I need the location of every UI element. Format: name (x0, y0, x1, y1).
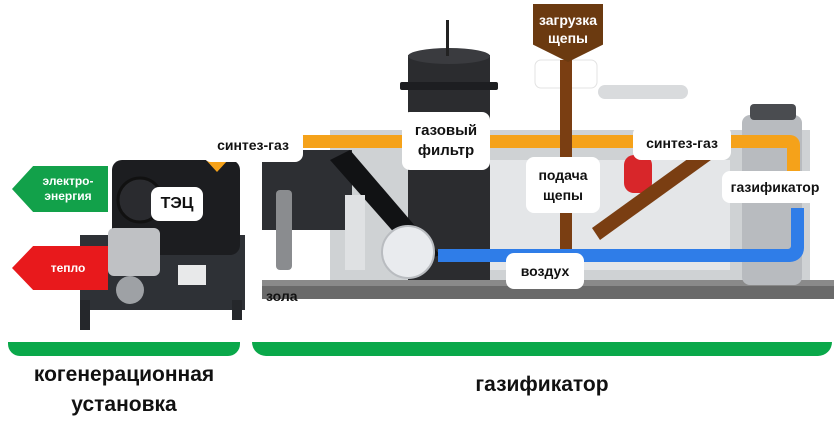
chp-leg (80, 300, 90, 330)
air-pipe (438, 208, 804, 262)
cogeneration-section-title: когенерационная установка (8, 360, 240, 420)
electricity-line2: энергия (44, 189, 92, 203)
syngas-pipe-right-bend (760, 135, 800, 171)
gas-filter-antenna (446, 20, 449, 56)
gas-filter-label: газовый фильтр (402, 112, 490, 170)
electricity-line1: электро- (42, 174, 94, 188)
air-label: воздух (506, 253, 584, 289)
gas-filter-flange (400, 82, 498, 90)
cogeneration-title-line1: когенерационная (33, 363, 215, 386)
ash-label: зола (266, 288, 298, 304)
syngas-right-text: синтез-газ (646, 135, 718, 151)
ash-chute (276, 190, 292, 270)
chip-feed-line2: щепы (542, 187, 583, 203)
cogeneration-section-bar (8, 342, 240, 356)
chp-exhaust (116, 276, 144, 304)
gasifier-section-bar (252, 342, 832, 356)
cogeneration-title-line2: установка (71, 393, 177, 416)
syngas-left-label: синтез-газ (203, 128, 303, 162)
chp-text: ТЭЦ (160, 195, 194, 212)
gasifier-reactor-top (750, 104, 796, 120)
heat-arrow: тепло (12, 246, 108, 290)
gas-filter-line1: газовый (414, 122, 478, 139)
gasifier-base-frame (262, 285, 834, 299)
syngas-left-text: синтез-газ (217, 137, 289, 153)
syngas-right-label: синтез-газ (633, 126, 731, 160)
electricity-arrow: электро- энергия (12, 166, 108, 212)
chp-leg-right (232, 300, 242, 320)
gasifier-label: газификатор (722, 171, 828, 203)
chip-feed-line1: подача (538, 167, 588, 183)
chip-feed-label: подача щепы (526, 157, 600, 213)
chp-label: ТЭЦ (151, 187, 203, 221)
gasifier-section-title: газификатор (475, 373, 609, 396)
air-blower (381, 225, 435, 279)
air-text: воздух (520, 263, 570, 279)
chp-control-box (178, 265, 206, 285)
heat-text: тепло (50, 260, 86, 275)
chip-feed-incline (592, 140, 722, 240)
chp-silver-tank (108, 228, 160, 276)
expansion-tank (624, 155, 652, 193)
control-box (345, 195, 365, 270)
gasifier-text: газификатор (730, 179, 820, 195)
gas-filter-line2: фильтр (417, 142, 475, 159)
chip-loading-text: загрузка щепы (538, 12, 598, 46)
chip-actuator (598, 85, 688, 99)
